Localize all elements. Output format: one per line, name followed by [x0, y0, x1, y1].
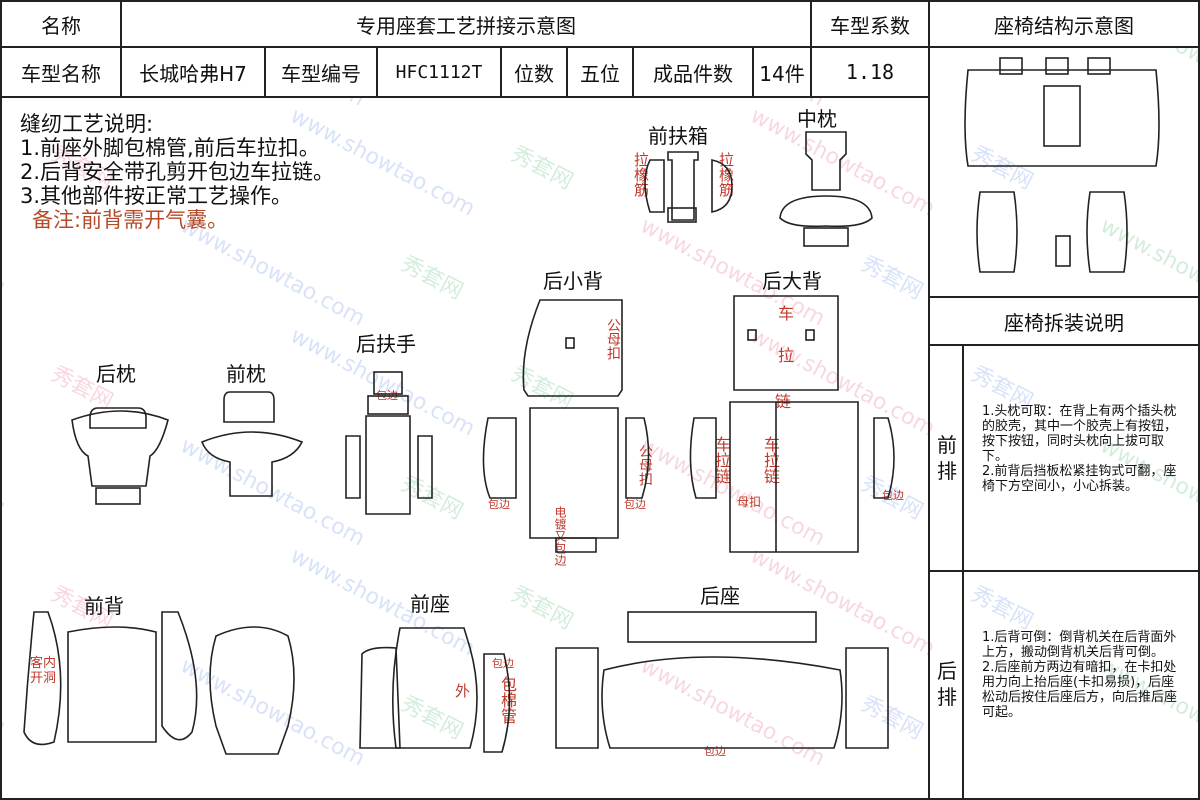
seats-value: 五位 — [580, 61, 620, 86]
annot-chain: 链 — [775, 392, 792, 411]
label-rear-small-back: 后小背 — [543, 269, 603, 293]
name-label-cell: 名称 — [0, 0, 122, 48]
name-label: 名称 — [41, 13, 81, 38]
title-cell: 专用座套工艺拼接示意图 — [120, 0, 812, 48]
page-title: 专用座套工艺拼接示意图 — [356, 13, 576, 38]
annot-binding-front-seat: 包边 — [492, 657, 514, 670]
annot-elastic-right: 拉橡筋 — [717, 152, 735, 197]
pieces-label-cell: 成品件数 — [632, 46, 754, 98]
annot-sew: 车 — [778, 304, 795, 323]
label-rear-armrest: 后扶手 — [356, 332, 416, 356]
model-code-label: 车型编号 — [281, 61, 361, 86]
annot-binding-small-back-left: 包边 — [488, 498, 510, 511]
pieces-cell: 14件 — [752, 46, 812, 98]
label-front-seat: 前座 — [410, 592, 450, 616]
annot-elec-binding: 电镀又包边 — [553, 506, 567, 566]
label-rear-big-back: 后大背 — [762, 269, 822, 293]
instructions-title: 座椅拆装说明 — [1004, 310, 1124, 335]
annot-outer: 外 — [455, 682, 471, 700]
rear-row-frame — [928, 570, 1200, 800]
front-row-label-divider — [962, 344, 964, 800]
annot-binding-small-back-right: 包边 — [624, 498, 646, 511]
model-name-label: 车型名称 — [21, 61, 101, 86]
annot-female-buckle: 母扣 — [737, 495, 762, 509]
front-row-label: 前排 — [937, 433, 957, 483]
seats-label-cell: 位数 — [500, 46, 568, 98]
model-name-cell: 长城哈弗H7 — [120, 46, 266, 98]
structure-title-cell: 座椅结构示意图 — [928, 0, 1200, 48]
annot-binding-armrest: 包边 — [376, 389, 398, 402]
label-front-back: 前背 — [84, 594, 124, 618]
instructions-title-cell: 座椅拆装说明 — [928, 296, 1200, 346]
seats-label: 位数 — [514, 61, 554, 86]
label-front-armrest-box: 前扶箱 — [648, 124, 708, 148]
annot-elastic-left: 拉橡筋 — [632, 152, 650, 197]
label-rear-pillow: 后枕 — [96, 362, 136, 386]
annot-buckle-small-back-2: 公母扣 — [637, 444, 653, 486]
pieces-label: 成品件数 — [653, 61, 733, 86]
label-rear-seat: 后座 — [700, 584, 740, 608]
model-name-label-cell: 车型名称 — [0, 46, 122, 98]
model-name: 长城哈弗H7 — [139, 61, 247, 86]
rear-row-instructions: 1.后背可倒：倒背机关在后背面外上方，搬动倒背机关后背可倒。 2.后座前方两边有… — [982, 630, 1178, 720]
rear-row-label: 后排 — [937, 659, 957, 709]
structure-diagram-frame — [928, 46, 1200, 298]
model-code-cell: HFC1112T — [376, 46, 502, 98]
structure-title: 座椅结构示意图 — [994, 13, 1134, 38]
annot-pull: 拉 — [778, 346, 795, 365]
annot-zipper-right: 车拉链 — [761, 436, 780, 484]
notes-item-3: 3.其他部件按正常工艺操作。 — [20, 184, 293, 208]
model-code-label-cell: 车型编号 — [264, 46, 378, 98]
annot-cotton-tube: 包棉管 — [498, 676, 517, 724]
annot-binding-rear-seat: 包边 — [704, 745, 726, 758]
notes-item-2: 2.后背安全带孔剪开包边车拉链。 — [20, 160, 335, 184]
notes-remark: 备注:前背需开气囊。 — [32, 208, 229, 232]
notes-item-1: 1.前座外脚包棉管,前后车拉扣。 — [20, 136, 320, 160]
coef-cell: 1.18 — [810, 46, 930, 98]
annot-buckle-small-back: 公母扣 — [605, 318, 621, 360]
label-front-pillow: 前枕 — [226, 362, 266, 386]
annot-binding-big-back: 包边 — [882, 489, 904, 502]
model-code: HFC1112T — [395, 61, 483, 83]
pieces-value: 14件 — [759, 61, 805, 86]
coef-value: 1.18 — [845, 60, 895, 84]
annot-zipper-left: 车拉链 — [712, 436, 731, 484]
front-row-instructions: 1.头枕可取：在背上有两个插头枕的胶壳，其中一个胶壳上有按钮，按下按钮，同时头枕… — [982, 404, 1178, 494]
seats-cell: 五位 — [566, 46, 634, 98]
sewing-notes: 缝纫工艺说明: 1.前座外脚包棉管,前后车拉扣。 2.后背安全带孔剪开包边车拉链… — [20, 112, 334, 232]
annot-inner-hole: 客内开洞 — [30, 656, 57, 686]
coef-label-cell: 车型系数 — [810, 0, 930, 48]
label-middle-pillow: 中枕 — [797, 107, 837, 131]
coef-label: 车型系数 — [830, 13, 910, 38]
notes-heading: 缝纫工艺说明: — [20, 112, 154, 136]
